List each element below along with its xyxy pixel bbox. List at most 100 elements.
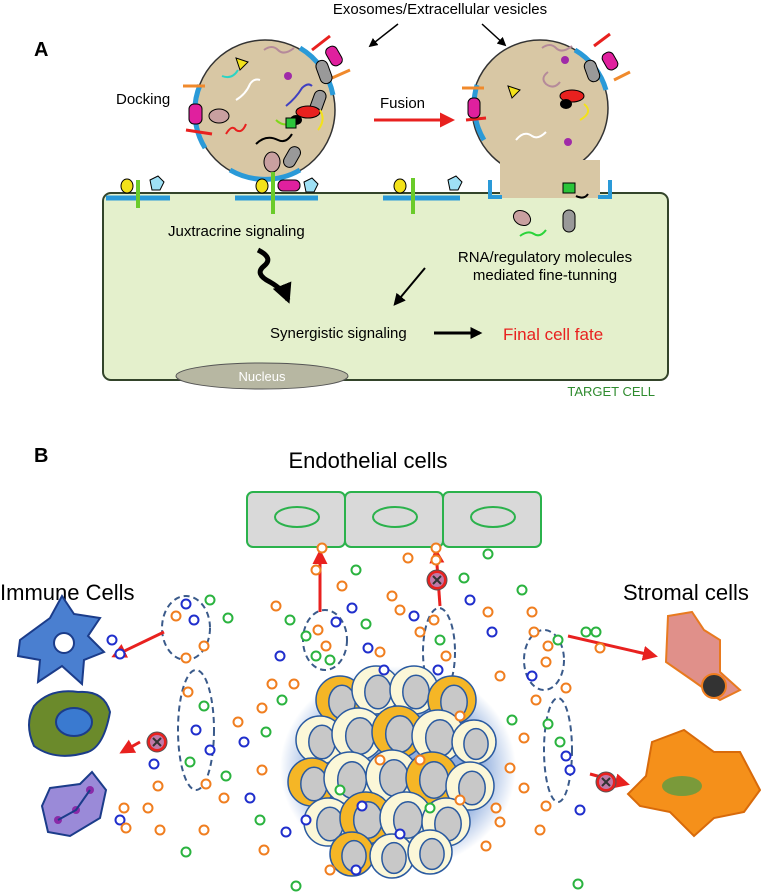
vesicle [386,590,398,602]
vesicle [190,724,202,736]
ev-label: Exosomes/Extracellular vesicles [333,1,547,18]
vesicle [528,626,540,638]
nucleus [175,362,349,390]
target-cell [102,192,669,381]
tumor-cell [411,709,465,763]
vesicle [232,716,244,728]
vesicle [490,802,502,814]
vesicle [504,762,516,774]
tumor-cell [371,705,425,759]
vesicle [518,732,530,744]
tumor-cell [369,833,415,879]
vesicle [320,640,332,652]
vesicle [360,618,372,630]
vesicle [324,654,336,666]
vesicle [374,646,386,658]
vesicle [290,880,302,892]
vesicle [114,648,126,660]
vesicle [540,656,552,668]
tumor-cell [287,757,337,807]
stromal-label: Stromal cells [623,580,749,605]
vesicle [300,630,312,642]
vesicle [374,754,386,766]
vesicle [542,718,554,730]
vesicle [560,682,572,694]
tumor-cell [351,665,401,715]
vesicle [394,828,406,840]
vesicle [218,792,230,804]
vesicle [394,604,406,616]
vesicle [560,750,572,762]
docking-vesicle [183,34,351,182]
released-contents [488,180,612,237]
juxtacrine-label: Juxtracrine signaling [168,223,305,240]
vesicle [198,824,210,836]
vesicle [424,802,436,814]
rna-label-line1: RNA/regulatory molecules [458,249,632,266]
juxtacrine-arrow [256,247,292,304]
vesicle [402,552,414,564]
vesicle [440,650,452,662]
tumor-cell [329,831,375,877]
vesicle [182,686,194,698]
vesicle [540,800,552,812]
vesicle [378,664,390,676]
vesicle [454,794,466,806]
vesicle [170,610,182,622]
vesicle [106,634,118,646]
immune-cell-macrophage [28,690,112,757]
vesicle [316,542,328,554]
fusion-label: Fusion [380,95,425,112]
vesicle [482,606,494,618]
vesicle [220,770,232,782]
vesicle [458,572,470,584]
vesicle [554,736,566,748]
vesicle [204,744,216,756]
ev-arrow-left [368,23,399,48]
panel-b-letter: B [34,445,48,467]
vesicle [118,802,130,814]
tumor-cell [303,797,353,847]
vesicle [254,814,266,826]
vesicle [486,626,498,638]
vesicle [526,670,538,682]
vesicle [256,702,268,714]
vesicle [506,714,518,726]
vesicle [432,664,444,676]
tumor-cell [451,719,497,765]
vesicle [494,670,506,682]
vesicle [266,678,278,690]
vesicle [188,614,200,626]
vesicle [518,782,530,794]
final-fate-label: Final cell fate [503,325,603,344]
vesicle [200,778,212,790]
vesicle [356,800,368,812]
vesicle [180,598,192,610]
vesicle [428,614,440,626]
endothelial-label: Endothelial cells [289,448,448,473]
vesicle [222,612,234,624]
vesicle [414,754,426,766]
vesicle [310,650,322,662]
vesicle [276,694,288,706]
vesicle [526,606,538,618]
vesicle [330,616,342,628]
vesicle [270,600,282,612]
vesicle [180,652,192,664]
vesicle [180,846,192,858]
scattered-vesicles [106,542,606,892]
vesicle [280,826,292,838]
vesicle [408,610,420,622]
vesicle [574,804,586,816]
stromal-cell-lower [626,728,761,838]
vesicle [590,626,602,638]
synergistic-label: Synergistic signaling [270,325,407,342]
vesicle [198,640,210,652]
vesicle [350,564,362,576]
immune-cell-lymphocyte [40,770,108,838]
vesicle [244,792,256,804]
target-cell-label: TARGET CELL [567,384,655,399]
vesicle [414,626,426,638]
panel-a-letter: A [34,39,48,61]
vesicle [464,594,476,606]
